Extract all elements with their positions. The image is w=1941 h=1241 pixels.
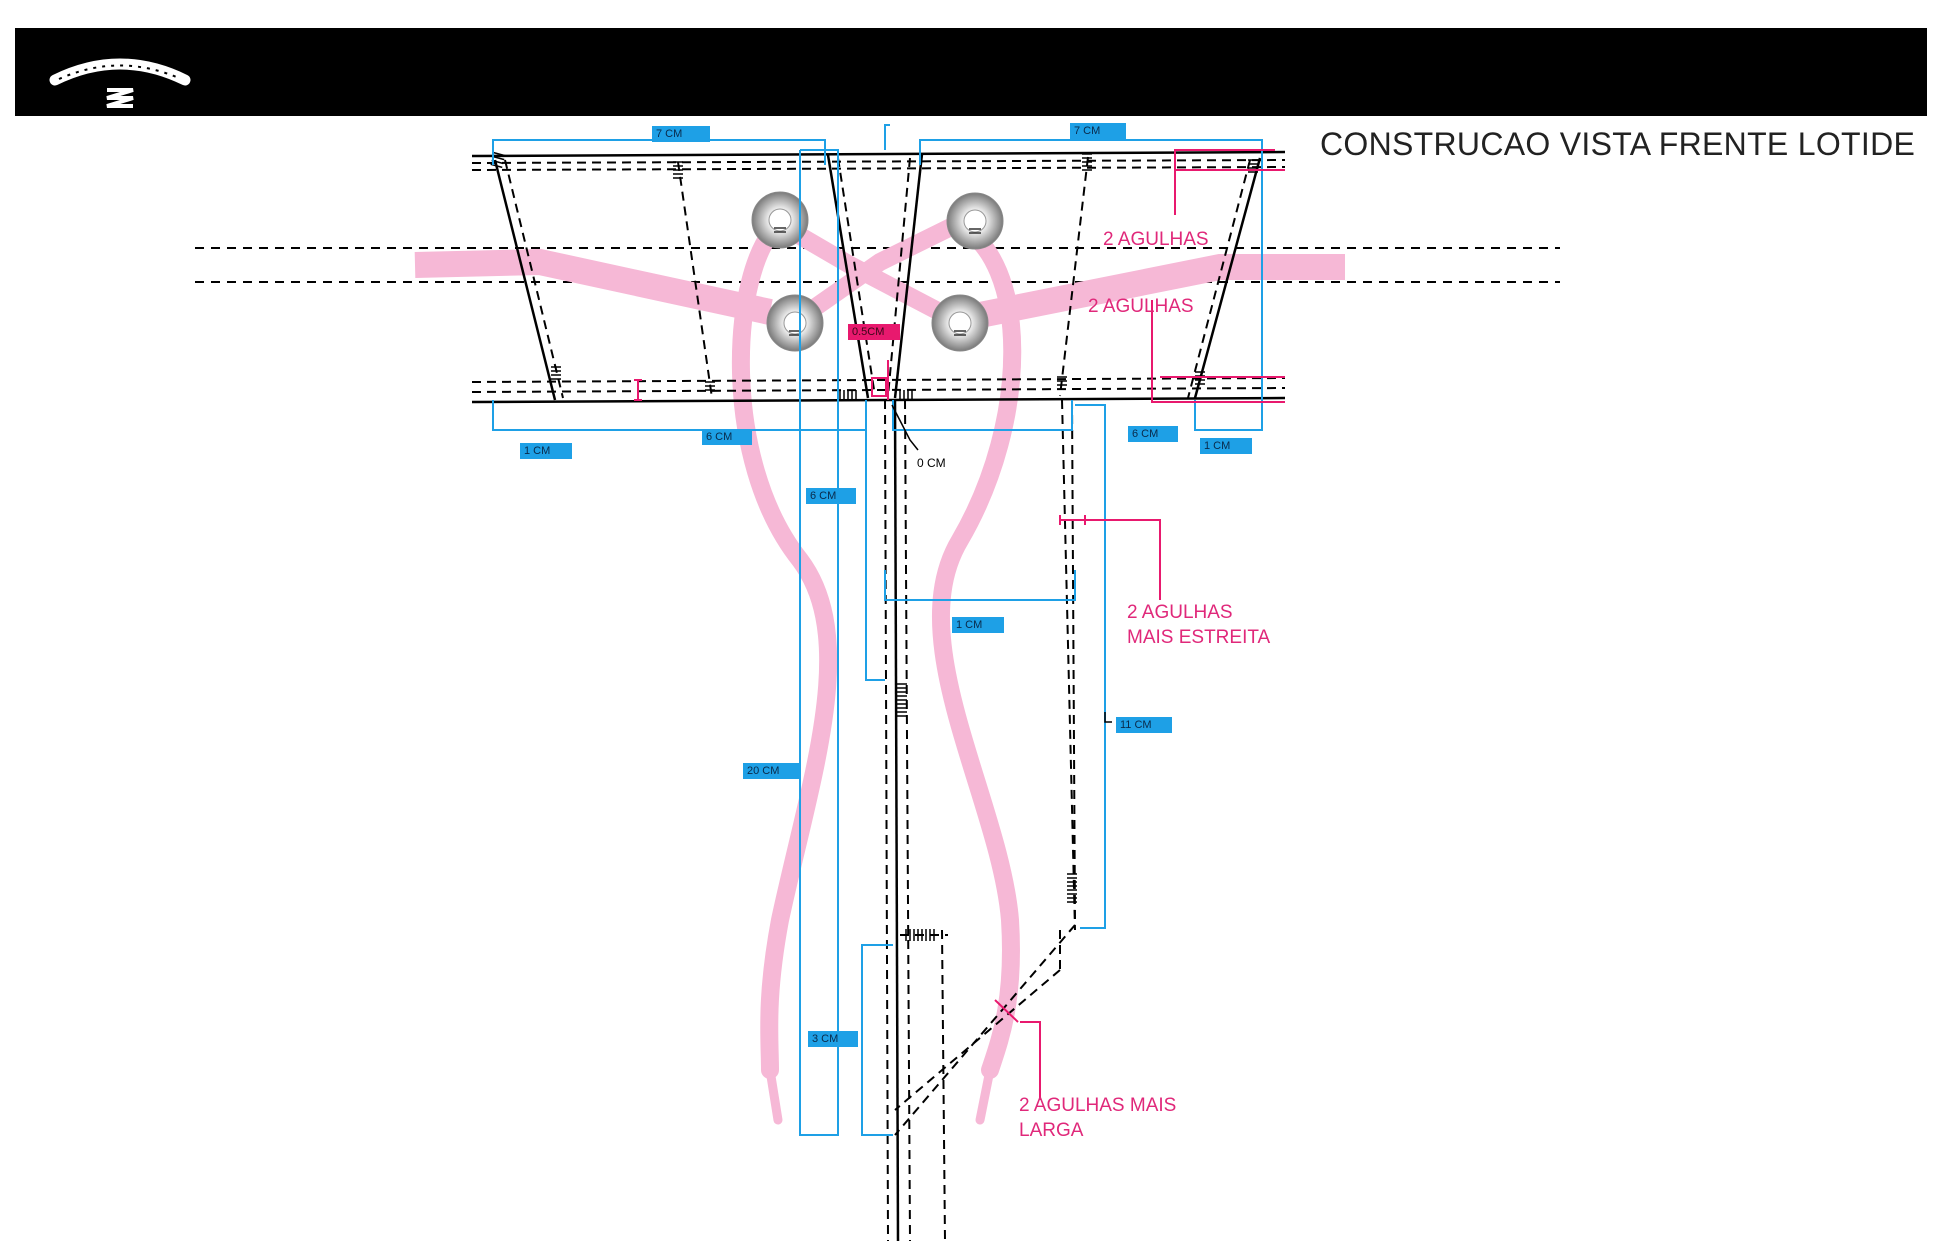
drawcord-waist-left	[414, 248, 773, 325]
waistband-extension-lines	[195, 247, 1560, 283]
dimension-lines	[492, 124, 1263, 1136]
drawcord-waist-right	[952, 254, 1345, 333]
note-two-needles-lower: 2 AGULHAS	[1088, 296, 1194, 317]
dim-tag-left-1cm: 1 CM	[520, 443, 572, 459]
dim-tag-right-6cm: 6 CM	[1128, 426, 1178, 442]
dim-tag-right-1cm: 1 CM	[1200, 438, 1252, 454]
center-front-fly	[884, 399, 1076, 1241]
header-bar	[15, 28, 1927, 116]
drawcord	[414, 214, 1345, 1125]
drawcord-left-tail	[732, 216, 838, 1079]
eyelet-ring-icon-top-left	[751, 191, 809, 249]
dim-tag-left-6cm: 6 CM	[702, 429, 752, 445]
dim-tag-top-left: 7 CM	[652, 126, 710, 142]
waistband-edges	[471, 150, 1286, 404]
note-narrower-line1: 2 AGULHAS	[1127, 602, 1233, 623]
drawcord-right-tail	[931, 216, 1022, 1079]
note-wider-line2: LARGA	[1019, 1120, 1084, 1141]
note-wider-line1: 2 AGULHAS MAIS	[1019, 1095, 1177, 1116]
dim-tag-vertical-6cm: 6 CM	[806, 488, 856, 504]
note-two-needles-upper: 2 AGULHAS	[1103, 229, 1209, 250]
eyelet-ring-icon-bottom-right	[931, 294, 989, 352]
dim-tag-bottom-3cm: 3 CM	[808, 1031, 858, 1047]
dim-tag-top-right: 7 CM	[1070, 123, 1126, 139]
logo-wave-mark	[106, 88, 134, 108]
billabong-logo	[49, 58, 191, 108]
dim-label-zero-cm: 0 CM	[917, 456, 946, 470]
drawcord-cross-b	[781, 216, 964, 334]
dim-tag-left-20cm: 20 CM	[743, 763, 801, 779]
dim-tag-center-05cm: 0.5CM	[848, 324, 900, 340]
dim-tag-right-11cm: 11 CM	[1116, 717, 1172, 733]
eyelet-ring-icon-top-right	[946, 192, 1004, 250]
annotation-leaders	[634, 149, 1285, 1100]
eyelet-ring-icon-bottom-left	[766, 294, 824, 352]
note-narrower-line2: MAIS ESTREITA	[1127, 627, 1271, 648]
dim-tag-mid-1cm: 1 CM	[952, 617, 1004, 633]
page-title: CONSTRUCAO VISTA FRENTE LOTIDE	[1320, 126, 1916, 162]
front-panel-lines	[493, 153, 1262, 401]
